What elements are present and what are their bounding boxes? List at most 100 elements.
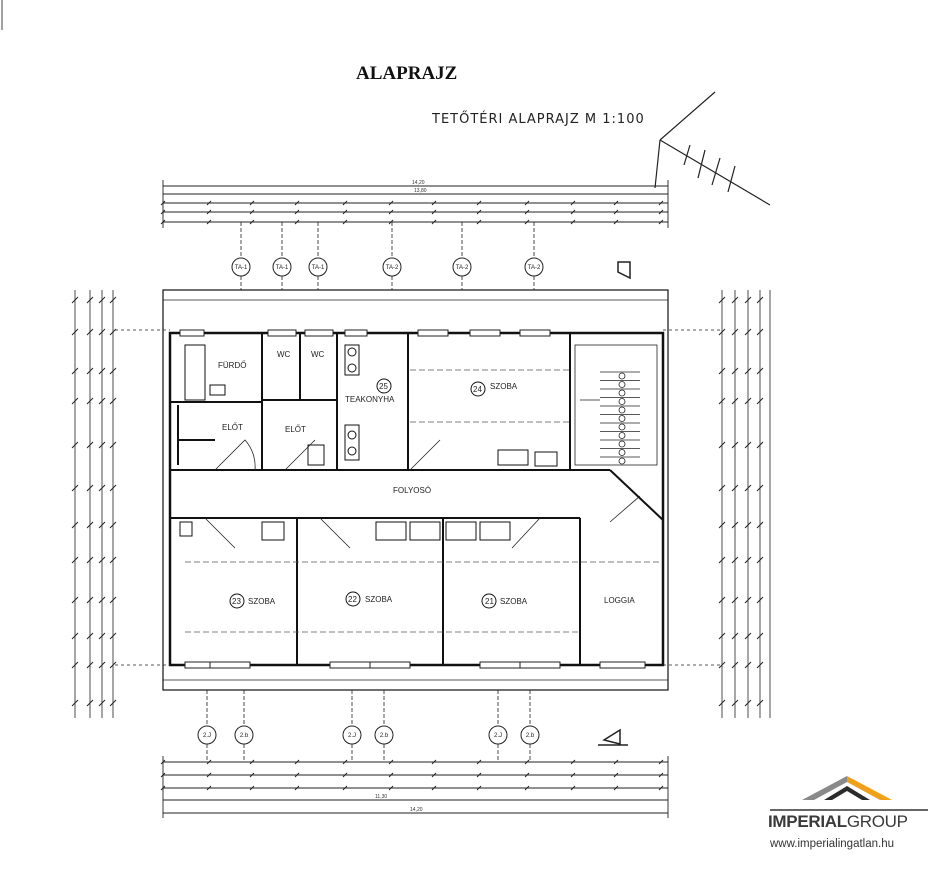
door-swings bbox=[204, 439, 641, 549]
roof-slope-lines bbox=[185, 369, 660, 633]
roof-logo-icon bbox=[770, 776, 928, 811]
window bbox=[329, 661, 371, 669]
dimension-tick bbox=[718, 484, 726, 492]
dimension-tick bbox=[86, 699, 94, 707]
dimension-tick bbox=[206, 219, 212, 225]
dimension-tick bbox=[206, 759, 212, 765]
dimension-tick bbox=[718, 556, 726, 564]
dimension-tick bbox=[476, 759, 482, 765]
dimension-tick bbox=[249, 759, 255, 765]
dimension-tick bbox=[294, 209, 300, 215]
dimension-tick bbox=[744, 328, 752, 336]
dimension-tick bbox=[524, 759, 530, 765]
dimension-tick bbox=[109, 556, 117, 564]
dimension-tick bbox=[431, 785, 437, 791]
dimension-tick bbox=[731, 441, 739, 449]
dimension-tick bbox=[744, 397, 752, 405]
axis-tag-circle bbox=[231, 257, 251, 277]
top-dimension-chain bbox=[162, 180, 669, 228]
dimension-tick bbox=[744, 632, 752, 640]
dimension-tick bbox=[744, 296, 752, 304]
stair-marker bbox=[618, 432, 626, 439]
dimension-tick bbox=[524, 209, 530, 215]
dimension-tick bbox=[71, 521, 79, 529]
axis-tag-label: TA-1 bbox=[235, 265, 248, 271]
dimension-tick bbox=[718, 661, 726, 669]
window bbox=[179, 329, 205, 337]
dimension-tick bbox=[388, 785, 394, 791]
room-number: 24 bbox=[473, 385, 482, 394]
dimension-tick bbox=[98, 661, 106, 669]
window bbox=[369, 661, 411, 669]
room-number: 21 bbox=[485, 597, 494, 606]
dimension-tick bbox=[86, 367, 94, 375]
axis-tag-circle bbox=[488, 725, 508, 745]
stair-marker bbox=[618, 440, 626, 448]
dimension-tick bbox=[570, 200, 576, 206]
dimension-tick bbox=[388, 219, 394, 225]
room-label-teakonyha: TEAKONYHA bbox=[345, 395, 395, 404]
dimension-tick bbox=[731, 328, 739, 336]
dimension-tick bbox=[109, 699, 117, 707]
dimension-tick bbox=[86, 661, 94, 669]
dimension-tick bbox=[98, 296, 106, 304]
room-label-szoba: SZOBA bbox=[365, 595, 393, 604]
dimension-tick bbox=[160, 219, 166, 225]
dimension-tick bbox=[86, 521, 94, 529]
eave-hatching bbox=[163, 299, 668, 681]
website-url: www.imperialingatlan.hu bbox=[770, 838, 895, 850]
dimension-tick bbox=[294, 772, 300, 778]
dimension-tick bbox=[294, 219, 300, 225]
dimension-ticks bbox=[160, 200, 664, 225]
axis-tag-circle bbox=[520, 725, 540, 745]
window bbox=[479, 661, 521, 669]
dimension-tick bbox=[756, 632, 764, 640]
dimension-tick bbox=[613, 200, 619, 206]
dimension-tick bbox=[71, 441, 79, 449]
dimension-tick bbox=[570, 772, 576, 778]
axis-tag-label: TA-2 bbox=[528, 265, 541, 271]
dimension-bottom-inner: 11,30 bbox=[375, 794, 387, 800]
dimension-tick bbox=[431, 219, 437, 225]
brand-bold: IMPERIAL bbox=[768, 812, 847, 831]
window bbox=[267, 329, 297, 337]
stair-marker bbox=[618, 423, 626, 431]
axis-tag-label: 2.b bbox=[380, 733, 389, 739]
staircase bbox=[574, 344, 658, 466]
plan-subtitle: TETŐTÉRI ALAPRAJZ M 1:100 bbox=[431, 111, 645, 127]
windows bbox=[179, 329, 646, 669]
dimension-tick bbox=[718, 367, 726, 375]
dimension-tick bbox=[294, 200, 300, 206]
window bbox=[469, 329, 501, 337]
dimension-tick bbox=[658, 772, 664, 778]
dimension-overall: 14,20 bbox=[412, 180, 425, 186]
dimension-tick bbox=[756, 367, 764, 375]
room-label-szoba: SZOBA bbox=[490, 382, 518, 391]
dimension-tick bbox=[756, 397, 764, 405]
dimension-tick bbox=[109, 521, 117, 529]
dimension-tick bbox=[744, 484, 752, 492]
dimension-tick bbox=[86, 632, 94, 640]
axis-tag-label: 2.J bbox=[494, 733, 502, 739]
dimension-tick bbox=[294, 759, 300, 765]
dimension-tick bbox=[658, 219, 664, 225]
dimension-tick bbox=[71, 397, 79, 405]
dimension-tick bbox=[109, 632, 117, 640]
dimension-tick bbox=[109, 367, 117, 375]
dimension-tick bbox=[756, 296, 764, 304]
dimension-tick bbox=[86, 397, 94, 405]
axis-tag-label: 2.b bbox=[240, 733, 249, 739]
dimension-tick bbox=[71, 367, 79, 375]
exterior-wall bbox=[168, 331, 665, 667]
dimension-tick bbox=[524, 772, 530, 778]
dimension-tick bbox=[109, 661, 117, 669]
dimension-tick bbox=[98, 328, 106, 336]
axis-tag-circle bbox=[234, 725, 254, 745]
dimension-tick bbox=[71, 661, 79, 669]
dimension-tick bbox=[98, 367, 106, 375]
dimension-tick bbox=[718, 441, 726, 449]
dimension-tick bbox=[109, 484, 117, 492]
dimension-tick bbox=[570, 785, 576, 791]
dimension-tick bbox=[744, 441, 752, 449]
